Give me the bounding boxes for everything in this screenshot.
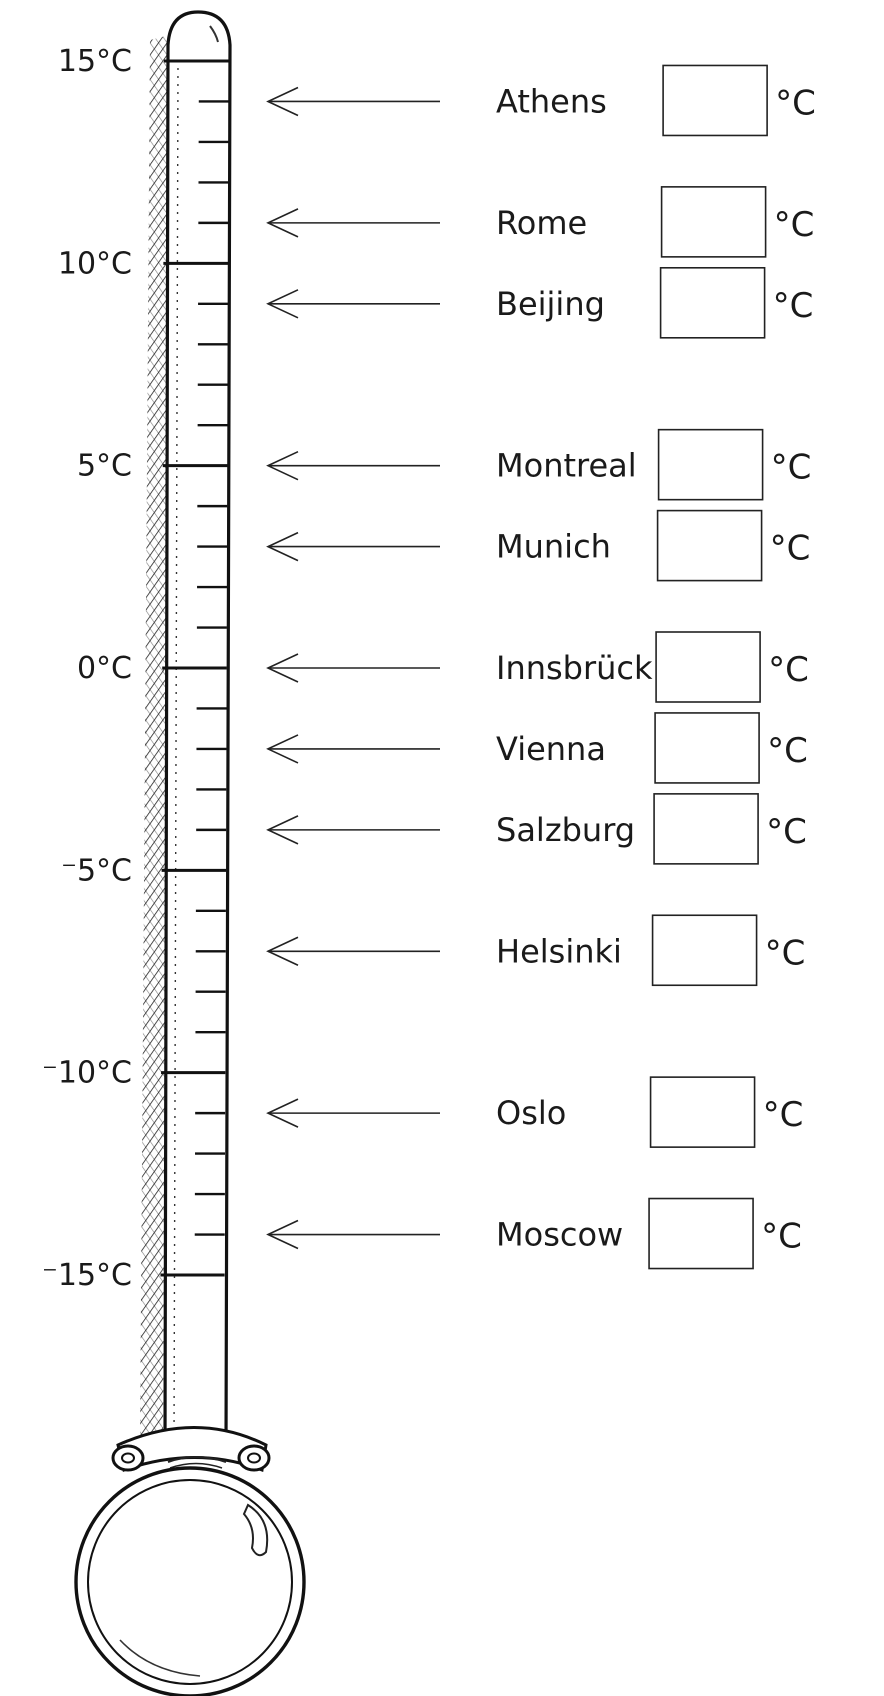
- arrow-head-icon: [266, 1219, 299, 1250]
- city-label: Munich: [496, 528, 611, 566]
- scale-ticks: [160, 59, 229, 1277]
- city-row: Beijing °C: [266, 266, 814, 339]
- arrow-head-icon: [266, 289, 299, 319]
- unit-label: °C: [770, 529, 811, 569]
- city-label: Athens: [496, 82, 607, 120]
- unit-label: °C: [774, 205, 815, 245]
- scale-label: 15°C: [58, 44, 132, 79]
- scale-label: ⁻5°C: [61, 853, 132, 888]
- arrow-head-icon: [266, 653, 299, 683]
- arrow-head-icon: [266, 531, 299, 562]
- bulb-collar: [111, 1426, 271, 1473]
- arrow-head-icon: [266, 450, 299, 481]
- thermometer-tube: [163, 10, 232, 1446]
- unit-label: °C: [766, 812, 807, 852]
- city-row: Rome °C: [266, 186, 815, 258]
- unit-label: °C: [775, 83, 816, 123]
- unit-label: °C: [767, 731, 808, 771]
- unit-label: °C: [763, 1095, 804, 1135]
- answer-box[interactable]: [659, 266, 766, 339]
- city-row: Munich °C: [266, 509, 811, 582]
- city-label: Beijing: [496, 285, 605, 323]
- unit-label: °C: [765, 933, 806, 973]
- thermometer-illustration: [74, 10, 306, 1696]
- city-row: Moscow °C: [266, 1197, 802, 1270]
- scale-label: 5°C: [77, 449, 132, 484]
- arrow-head-icon: [266, 734, 299, 764]
- scale-label: ⁻15°C: [42, 1258, 132, 1293]
- thermometer-bulb-inner: [87, 1479, 293, 1685]
- arrow-head-icon: [266, 1098, 299, 1128]
- tube-cap-highlight: [209, 25, 219, 43]
- city-label: Montreal: [496, 447, 637, 485]
- scale-label: ⁻10°C: [42, 1056, 132, 1091]
- arrow-head-icon: [266, 208, 299, 238]
- answer-box[interactable]: [662, 64, 768, 137]
- answer-box[interactable]: [657, 428, 764, 501]
- city-row: Vienna °C: [266, 712, 808, 784]
- city-row: Oslo °C: [266, 1076, 804, 1148]
- answer-box[interactable]: [651, 914, 758, 987]
- answer-box[interactable]: [660, 186, 767, 258]
- unit-label: °C: [768, 650, 809, 690]
- bulb-highlight: [242, 1503, 269, 1557]
- thermometer-bulb: [74, 1466, 306, 1696]
- arrow-head-icon: [266, 815, 299, 845]
- city-row: Innsbrück °C: [266, 631, 809, 703]
- scale-labels: 15°C 10°C 5°C 0°C ⁻5°C ⁻10°C ⁻15°C: [42, 44, 132, 1293]
- city-label: Moscow: [496, 1216, 623, 1254]
- city-label: Innsbrück: [496, 649, 653, 687]
- answer-box[interactable]: [655, 631, 761, 703]
- answer-box[interactable]: [656, 509, 763, 582]
- arrow-head-icon: [266, 86, 299, 117]
- unit-label: °C: [773, 286, 814, 326]
- scale-label: 0°C: [77, 651, 132, 686]
- answer-box[interactable]: [649, 1076, 756, 1148]
- arrow-head-icon: [266, 936, 299, 966]
- city-label: Rome: [496, 204, 587, 242]
- tube-shadow-cross: [140, 35, 170, 1440]
- answer-box[interactable]: [648, 1197, 754, 1270]
- answer-box[interactable]: [653, 793, 759, 865]
- answer-box[interactable]: [654, 712, 760, 784]
- city-label: Oslo: [496, 1094, 566, 1132]
- city-label: Vienna: [496, 730, 606, 768]
- city-row: Athens °C: [266, 64, 816, 137]
- city-row: Salzburg °C: [266, 793, 807, 865]
- city-rows: Athens °C Rome °C Beijing °C Montreal °C Munich °…: [266, 64, 816, 1270]
- unit-label: °C: [761, 1217, 802, 1257]
- city-row: Helsinki °C: [266, 914, 806, 987]
- unit-label: °C: [771, 448, 812, 488]
- city-row: Montreal °C: [266, 428, 812, 501]
- city-label: Salzburg: [496, 811, 635, 849]
- city-label: Helsinki: [496, 932, 622, 970]
- scale-label: 10°C: [58, 246, 132, 281]
- bulb-inner-shading: [119, 1639, 201, 1677]
